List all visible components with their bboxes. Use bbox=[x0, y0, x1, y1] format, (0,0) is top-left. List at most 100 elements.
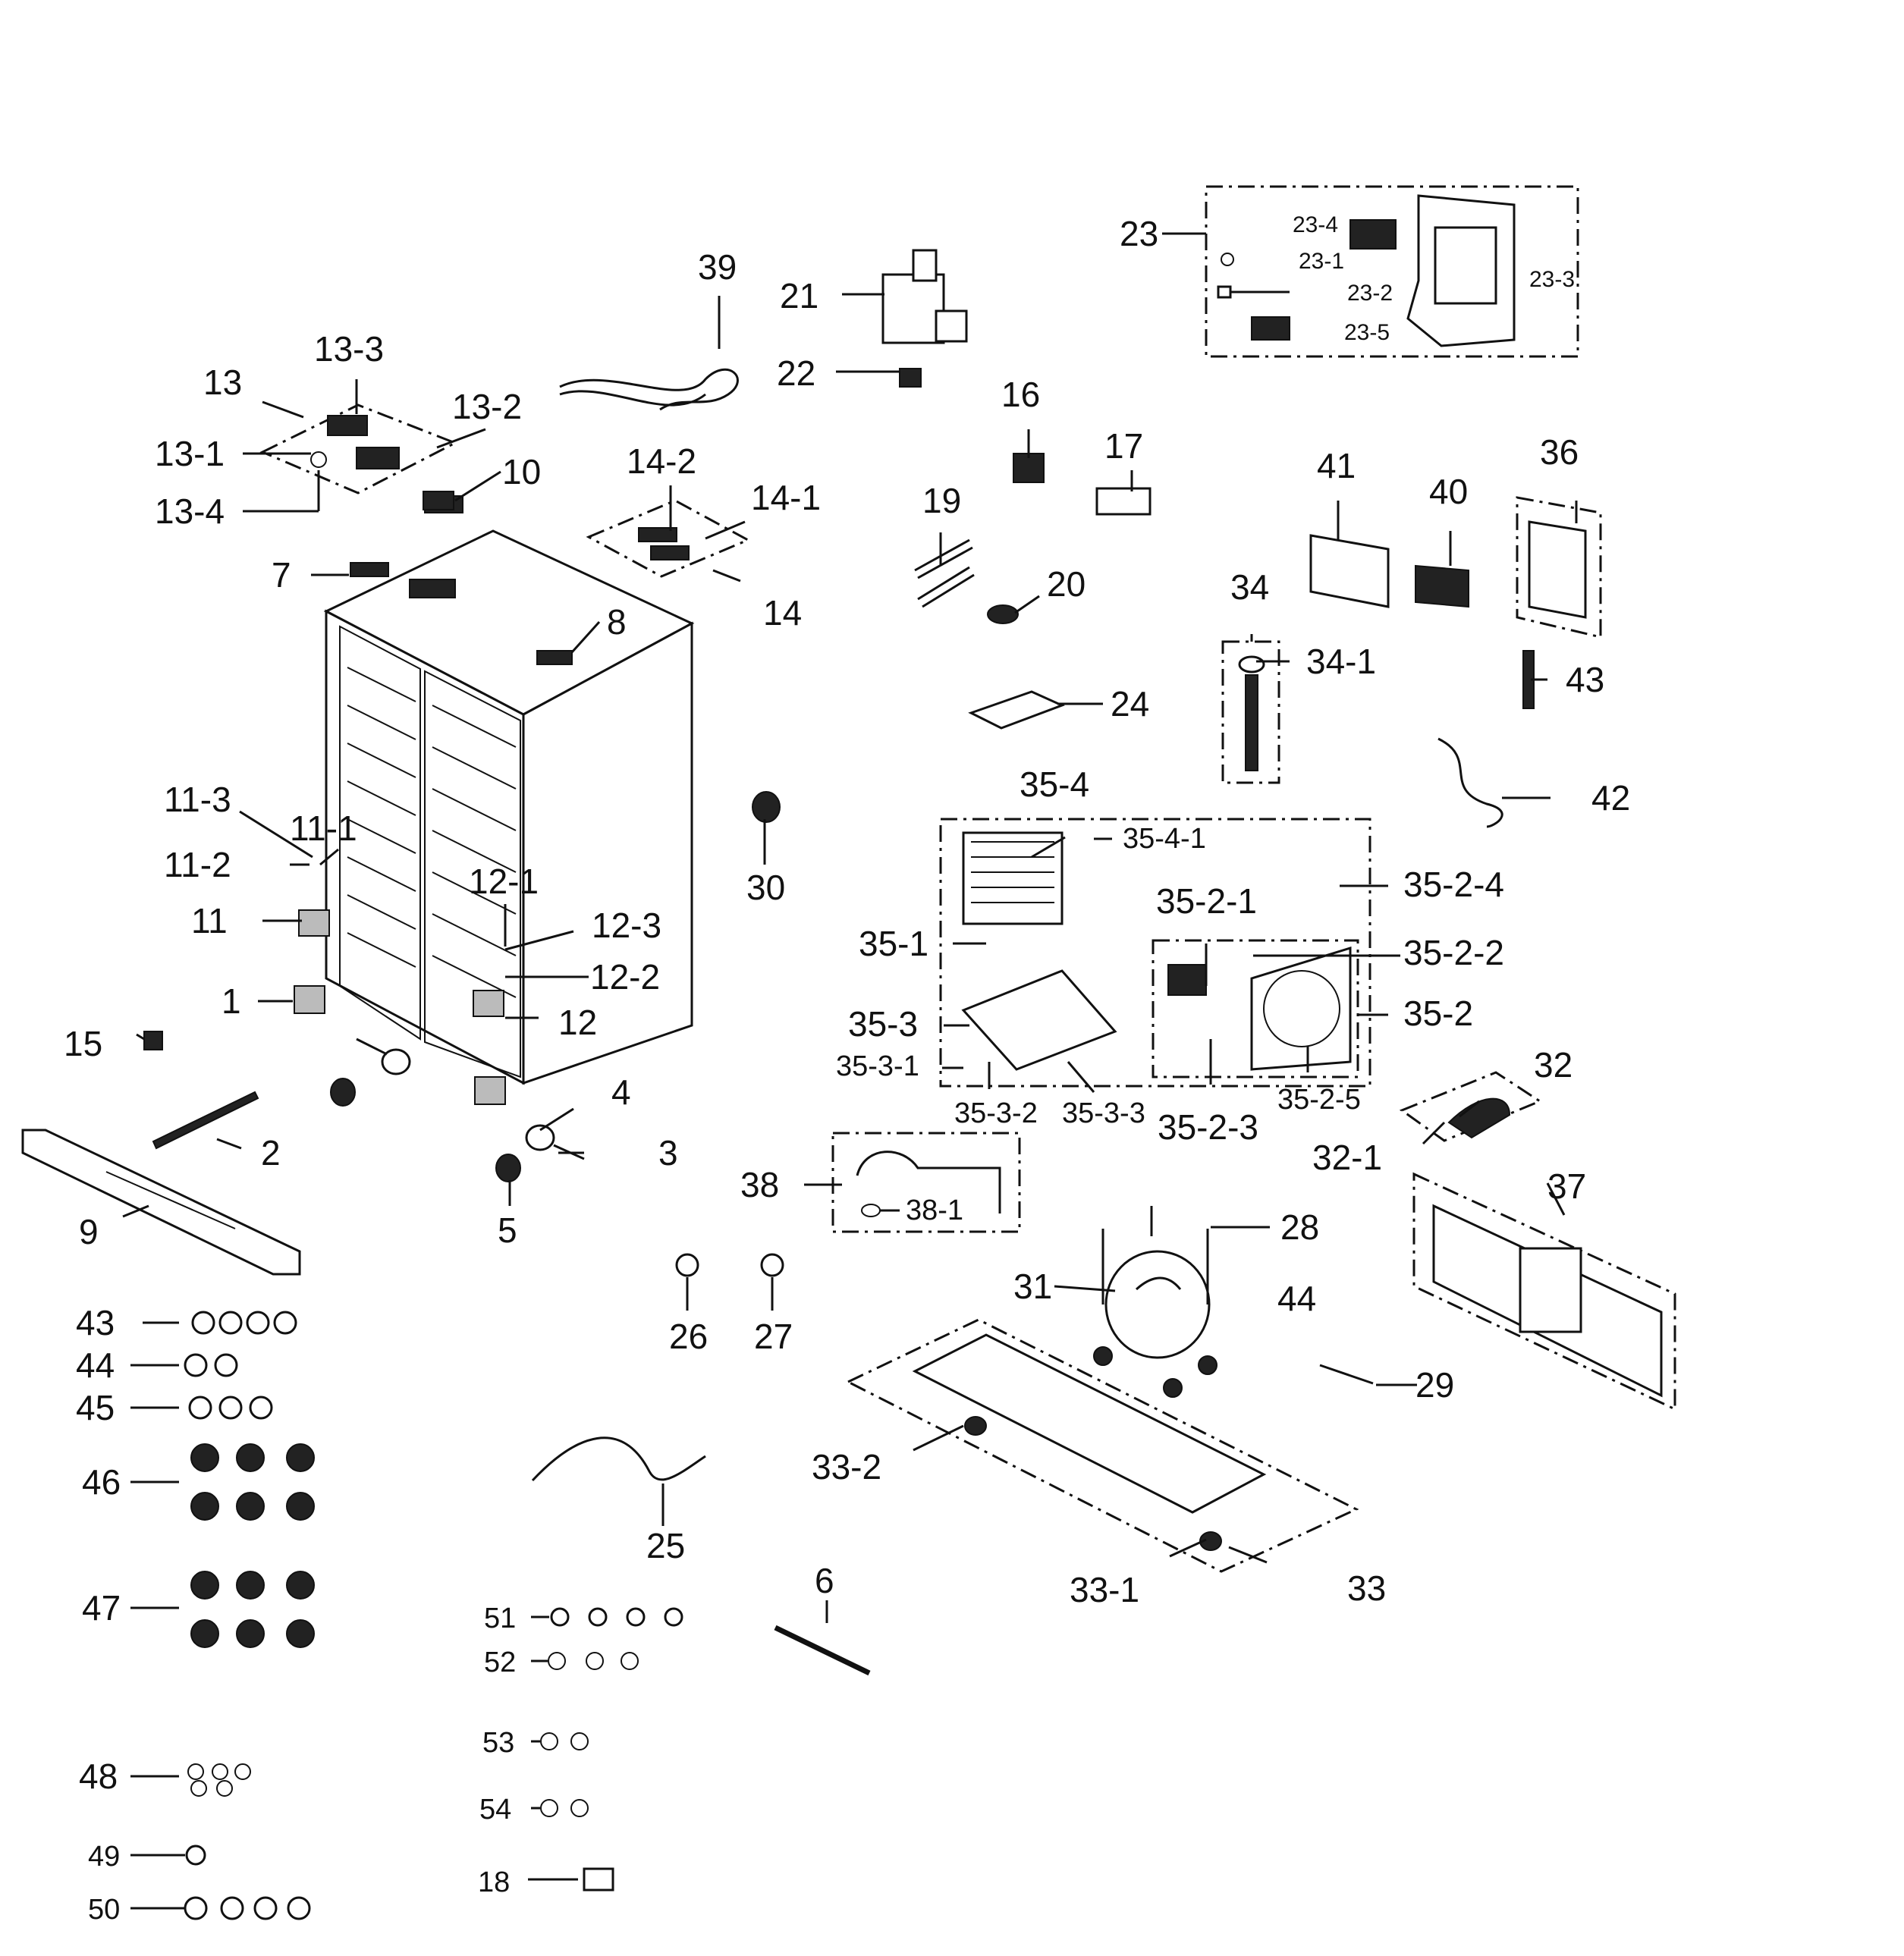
part-label-1: 1 bbox=[222, 981, 241, 1021]
part-label-9: 9 bbox=[79, 1212, 99, 1251]
part-label-23: 23 bbox=[1120, 214, 1158, 253]
part-label-11: 11 bbox=[191, 901, 228, 940]
part-label-23-2: 23-2 bbox=[1347, 281, 1393, 306]
part-label-19: 19 bbox=[922, 481, 961, 520]
part-label-53: 53 bbox=[482, 1727, 514, 1759]
part-label-33-2: 33-2 bbox=[812, 1447, 881, 1487]
rear-cover-37 bbox=[1412, 1172, 1676, 1411]
part-label-36: 36 bbox=[1540, 432, 1579, 472]
screw-set bbox=[184, 1311, 683, 1920]
drain-hose bbox=[1221, 640, 1280, 784]
part-label-21: 21 bbox=[780, 276, 818, 316]
part-label-23-1: 23-1 bbox=[1299, 249, 1344, 274]
part-label-17: 17 bbox=[1104, 426, 1143, 466]
water-valve bbox=[881, 249, 968, 388]
control-boards bbox=[1309, 496, 1602, 709]
duct-32 bbox=[1399, 1071, 1543, 1142]
part-label-13-1: 13-1 bbox=[155, 434, 225, 473]
part-label-54: 54 bbox=[479, 1794, 511, 1826]
part-label-35-3-3: 35-3-3 bbox=[1062, 1097, 1145, 1129]
part-label-44-right: 44 bbox=[1277, 1279, 1316, 1318]
part-label-16: 16 bbox=[1001, 375, 1040, 414]
dispenser-group-box bbox=[1205, 185, 1579, 358]
part-label-30: 30 bbox=[746, 868, 785, 907]
part-label-43-left: 43 bbox=[76, 1303, 115, 1342]
part-label-12-1: 12-1 bbox=[469, 862, 539, 901]
part-label-6: 6 bbox=[815, 1561, 834, 1600]
part-label-24: 24 bbox=[1111, 684, 1149, 724]
condenser-group-box bbox=[939, 818, 1371, 1088]
part-label-28: 28 bbox=[1280, 1207, 1319, 1247]
part-label-33-1: 33-1 bbox=[1070, 1570, 1139, 1609]
part-label-13: 13 bbox=[203, 363, 242, 402]
part-label-7: 7 bbox=[272, 555, 291, 595]
part-label-45: 45 bbox=[76, 1388, 115, 1427]
part-label-20: 20 bbox=[1047, 564, 1086, 604]
part-label-32: 32 bbox=[1534, 1045, 1573, 1085]
part-label-22: 22 bbox=[777, 353, 815, 393]
part-label-8: 8 bbox=[607, 602, 627, 642]
part-label-12-3: 12-3 bbox=[592, 906, 661, 945]
part-label-12: 12 bbox=[558, 1003, 597, 1042]
part-label-46: 46 bbox=[82, 1462, 121, 1502]
part-label-23-4: 23-4 bbox=[1293, 212, 1338, 237]
part-29 bbox=[1319, 1364, 1374, 1385]
part-label-26: 26 bbox=[669, 1317, 708, 1356]
part-label-31: 31 bbox=[1013, 1267, 1052, 1306]
part-label-42: 42 bbox=[1591, 778, 1630, 818]
part-label-12-2: 12-2 bbox=[590, 957, 660, 997]
part-label-13-3: 13-3 bbox=[314, 329, 384, 369]
rod-6 bbox=[774, 1625, 871, 1676]
part-label-51: 51 bbox=[484, 1603, 516, 1634]
part-label-27: 27 bbox=[754, 1317, 793, 1356]
part-label-50: 50 bbox=[88, 1894, 120, 1926]
part-label-32-1: 32-1 bbox=[1312, 1138, 1382, 1177]
part-label-5: 5 bbox=[498, 1210, 517, 1250]
part-label-35-3-1: 35-3-1 bbox=[836, 1050, 919, 1082]
rings bbox=[675, 1253, 784, 1277]
part-label-13-4: 13-4 bbox=[155, 491, 225, 531]
wire-harness-42 bbox=[1437, 737, 1503, 828]
part-label-4: 4 bbox=[611, 1072, 631, 1112]
part-label-48: 48 bbox=[79, 1757, 118, 1796]
leveling-legs bbox=[330, 1038, 585, 1182]
mid-parts bbox=[752, 453, 1152, 823]
compressor bbox=[1093, 1206, 1217, 1398]
part-label-35-2-2: 35-2-2 bbox=[1403, 933, 1504, 972]
part-label-34: 34 bbox=[1230, 567, 1269, 607]
part-label-38: 38 bbox=[740, 1165, 779, 1204]
part-label-15: 15 bbox=[64, 1024, 102, 1063]
leader-lines bbox=[122, 232, 1578, 1910]
base-plate-33 bbox=[845, 1318, 1359, 1573]
part-label-43-right: 43 bbox=[1566, 660, 1604, 699]
part-label-14: 14 bbox=[763, 593, 802, 633]
part-label-34-1: 34-1 bbox=[1306, 642, 1376, 681]
part-label-44-left: 44 bbox=[76, 1345, 115, 1385]
part-label-35-3: 35-3 bbox=[848, 1004, 918, 1044]
part-label-40: 40 bbox=[1429, 472, 1468, 511]
part-label-11-2: 11-2 bbox=[164, 845, 231, 884]
refrigerator-cabinet bbox=[323, 529, 695, 1085]
part-label-37: 37 bbox=[1547, 1166, 1586, 1206]
part-label-47: 47 bbox=[82, 1588, 121, 1628]
top-parts bbox=[259, 368, 751, 578]
part-label-29: 29 bbox=[1415, 1365, 1454, 1405]
part-label-14-2: 14-2 bbox=[627, 441, 696, 481]
part-label-10: 10 bbox=[502, 452, 541, 491]
part-label-11-3: 11-3 bbox=[164, 780, 231, 819]
part-label-35-2-3: 35-2-3 bbox=[1158, 1107, 1258, 1147]
part-label-41: 41 bbox=[1317, 446, 1356, 485]
part-label-35-2-5: 35-2-5 bbox=[1277, 1084, 1361, 1116]
part-label-35-3-2: 35-3-2 bbox=[954, 1097, 1038, 1129]
ground-wire-25 bbox=[531, 1436, 706, 1482]
part-label-3: 3 bbox=[658, 1133, 678, 1173]
part-label-35-2-4: 35-2-4 bbox=[1403, 865, 1504, 904]
part-label-35-2-1: 35-2-1 bbox=[1156, 881, 1257, 921]
part-label-33: 33 bbox=[1347, 1568, 1386, 1608]
part-label-38-1: 38-1 bbox=[906, 1195, 963, 1226]
part-label-23-5: 23-5 bbox=[1344, 320, 1390, 345]
part-label-35-2: 35-2 bbox=[1403, 994, 1473, 1033]
part-label-18: 18 bbox=[478, 1867, 510, 1898]
part-label-39: 39 bbox=[698, 247, 737, 287]
